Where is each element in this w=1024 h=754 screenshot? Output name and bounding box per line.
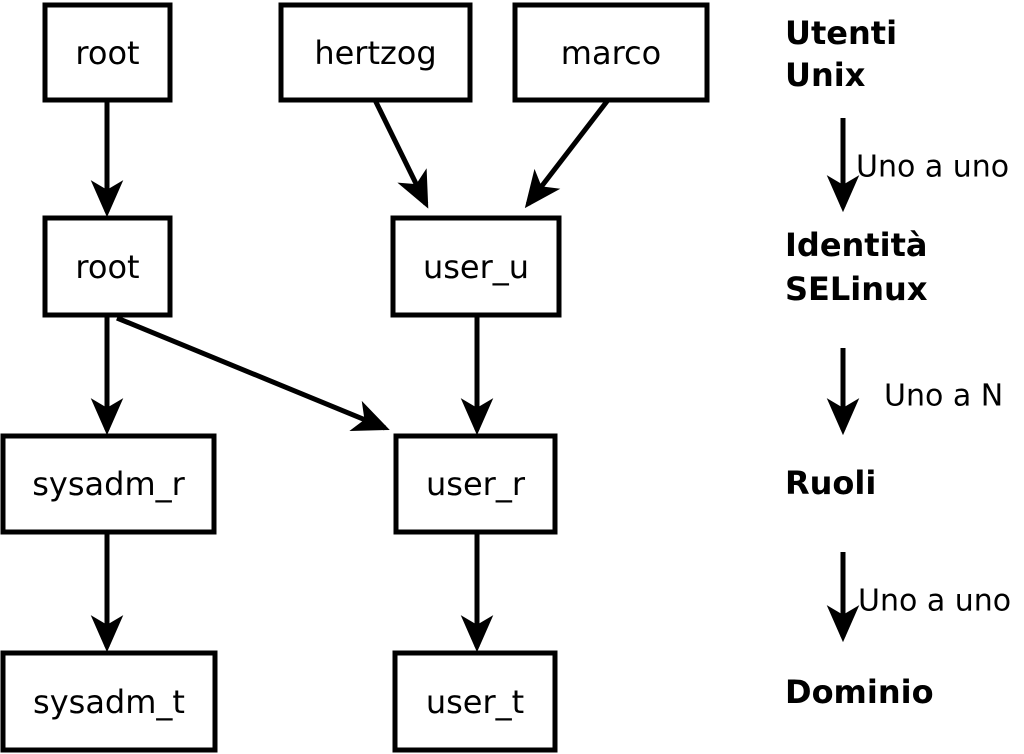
node-domain-user_t-label: user_t	[426, 683, 524, 721]
edge-hertzog-to-user_u	[372, 98, 429, 209]
edge-marco-to-user_u	[524, 98, 610, 209]
node-role-user_r: user_r	[393, 433, 558, 535]
node-selinux-root: root	[42, 215, 173, 318]
node-domain-sysadm_t: sysadm_t	[0, 650, 218, 753]
legend-arrow1-label: Uno a uno	[856, 150, 1009, 185]
node-selinux-user_u-label: user_u	[423, 248, 529, 286]
node-selinux-root-label: root	[75, 248, 139, 286]
node-role-user_r-label: user_r	[426, 465, 526, 503]
node-domain-sysadm_t-label: sysadm_t	[33, 683, 185, 721]
legend-dominio: Dominio	[785, 673, 934, 711]
node-selinux-user_u: user_u	[390, 215, 562, 318]
legend-arrow2-label: Uno a N	[884, 379, 1003, 414]
node-role-sysadm_r-label: sysadm_r	[32, 465, 185, 503]
edge-root-to-user_r	[116, 315, 390, 431]
node-domain-user_t: user_t	[392, 650, 558, 753]
legend-arrow-uno-a-uno-2: Uno a uno	[826, 552, 1011, 643]
node-unix-hertzog-label: hertzog	[314, 34, 436, 72]
node-unix-marco-label: marco	[561, 34, 661, 72]
node-unix-root: root	[42, 2, 173, 103]
legend-utenti-unix: Utenti Unix	[785, 14, 897, 94]
legend-utenti-line1: Utenti	[785, 14, 897, 52]
legend-identita-line1: Identità	[785, 226, 927, 264]
legend-arrow-uno-a-uno-1: Uno a uno	[826, 118, 1009, 213]
legend-ruoli-label: Ruoli	[785, 464, 876, 502]
legend-identita-line2: SELinux	[785, 270, 928, 308]
node-role-sysadm_r: sysadm_r	[0, 433, 217, 535]
legend-utenti-line2: Unix	[785, 56, 866, 94]
legend-arrow3-label: Uno a uno	[858, 584, 1011, 619]
legend-ruoli: Ruoli	[785, 464, 876, 502]
node-unix-marco: marco	[512, 2, 710, 103]
legend-identita-selinux: Identità SELinux	[785, 226, 928, 308]
legend-arrow-uno-a-n: Uno a N	[826, 348, 1003, 436]
legend-dominio-label: Dominio	[785, 673, 934, 711]
node-unix-hertzog: hertzog	[278, 2, 473, 103]
node-unix-root-label: root	[75, 34, 139, 72]
